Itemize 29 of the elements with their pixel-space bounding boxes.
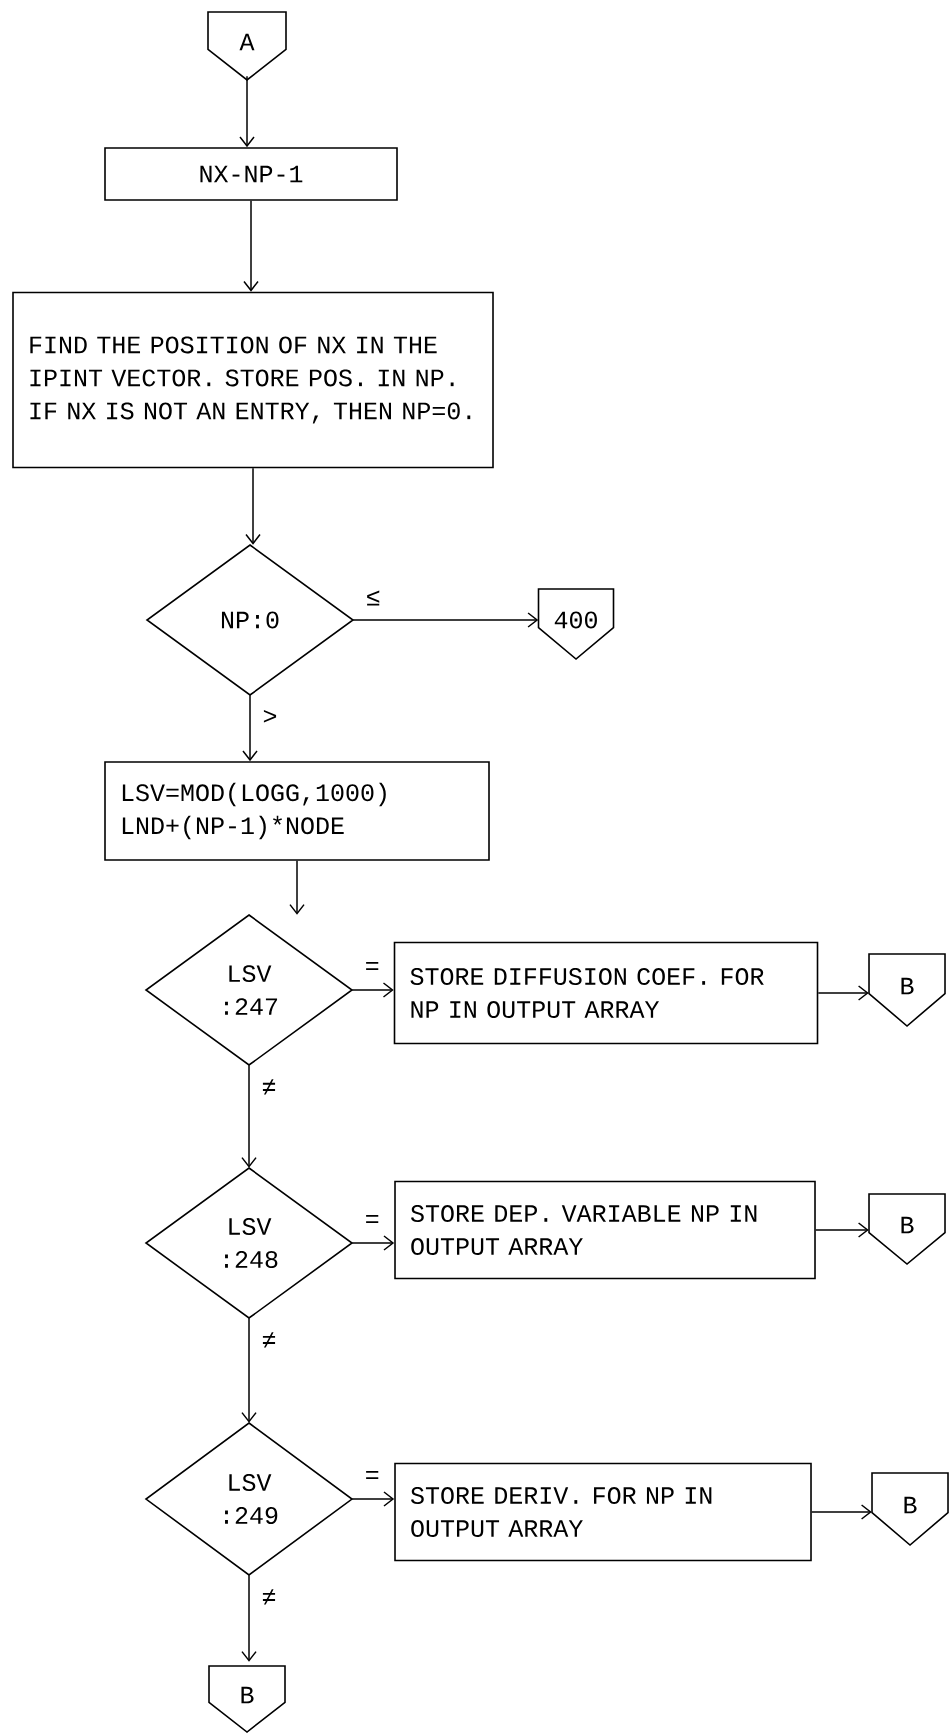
- arrow: [245, 467, 261, 545]
- edge-label: ≠: [260, 1331, 278, 1350]
- arrow: [239, 75, 255, 148]
- edge-label: >: [261, 708, 279, 726]
- arrow: [352, 612, 539, 628]
- arrow: [241, 1317, 257, 1423]
- process-box: STORE DERIV. FOR NP IN OUTPUT ARRAY: [394, 1462, 812, 1562]
- process-box: NX-NP-1: [104, 147, 398, 201]
- process-box: STORE DIFFUSION COEF. FOR NP IN OUTPUT ARRAY: [393, 941, 819, 1045]
- arrow: [241, 1574, 257, 1662]
- process-box: FIND THE POSITION OF NX IN THE IPINT VECTOR. STORE POS. IN NP. IF NX IS NOT AN ENTRY, THEN NP=0.: [12, 291, 494, 469]
- arrow: [815, 1222, 869, 1238]
- arrow: [817, 985, 869, 1001]
- arrow: [811, 1504, 872, 1520]
- edge-label: =: [363, 960, 381, 976]
- arrow: [289, 860, 305, 915]
- edge-label: ≤: [364, 589, 382, 607]
- arrow: [242, 694, 258, 762]
- arrow: [351, 1491, 395, 1507]
- edge-label: ≠: [260, 1588, 278, 1607]
- arrow: [351, 1235, 395, 1251]
- arrow: [241, 1064, 257, 1168]
- edge-label: =: [363, 1469, 381, 1485]
- process-box: STORE DEP. VARIABLE NP IN OUTPUT ARRAY: [394, 1180, 816, 1280]
- arrow: [243, 200, 259, 292]
- edge-label: ≠: [260, 1078, 278, 1097]
- edge-label: =: [363, 1213, 381, 1229]
- arrow: [351, 982, 394, 998]
- process-box: LSV=MOD(LOGG,1000) LND+(NP-1)*NODE: [104, 761, 490, 861]
